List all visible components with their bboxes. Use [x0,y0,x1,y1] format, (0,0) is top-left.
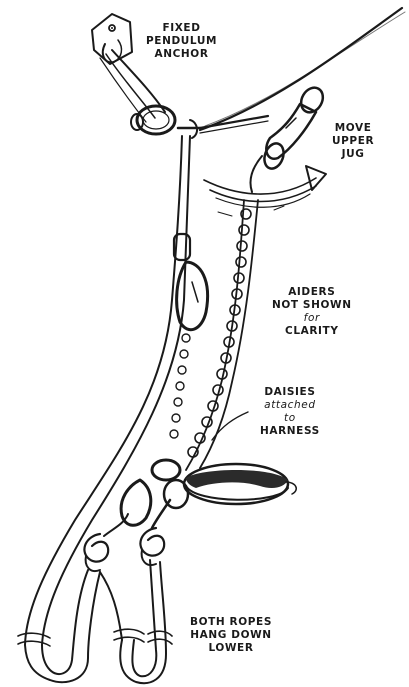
anchor-label-line: ANCHOR [146,48,217,61]
move-jug-label-line: UPPER [332,135,374,148]
daisies-pointer [212,412,248,440]
aiders-label: AIDERS NOT SHOWN for CLARITY [272,286,352,338]
move-arrow-icon [204,166,326,207]
anchor-label-line: PENDULUM [146,35,217,48]
ropes-label-line: BOTH ROPES [190,616,272,629]
tie-to-upper-jug [200,116,268,128]
ropes-label-line: LOWER [190,642,272,655]
daisies-label-line: HARNESS [260,425,320,438]
middle-carabiner [174,234,208,330]
move-jug-label-line: MOVE [332,122,374,135]
anchor-label: FIXED PENDULUM ANCHOR [146,22,217,61]
daisies-label-line: DAISIES [260,386,320,399]
left-rope [25,136,182,645]
move-jug-label: MOVE UPPER JUG [332,122,374,161]
ropes-label-line: HANG DOWN [190,629,272,642]
daisies-label: DAISIES attached to HARNESS [260,386,320,438]
fixed-lead-rope [200,8,402,130]
daisy-chain [170,200,258,470]
aiders-label-line: for [272,312,352,325]
aiders-label-line: NOT SHOWN [272,299,352,312]
harness-loop [184,464,296,504]
anchor-label-line: FIXED [146,22,217,35]
right-figure-eight-knot [140,528,164,565]
hanging-rope-right [132,560,156,676]
ropes-label: BOTH ROPES HANG DOWN LOWER [190,616,272,655]
aiders-label-line: CLARITY [272,325,352,338]
daisies-label-line: attached [260,399,320,412]
daisies-label-line: to [260,412,320,425]
pendulum-anchor-bolt [92,14,132,64]
aiders-label-line: AIDERS [272,286,352,299]
hanging-rope-left [42,570,88,674]
harness-carabiners [121,460,188,528]
move-jug-label-line: JUG [332,148,374,161]
